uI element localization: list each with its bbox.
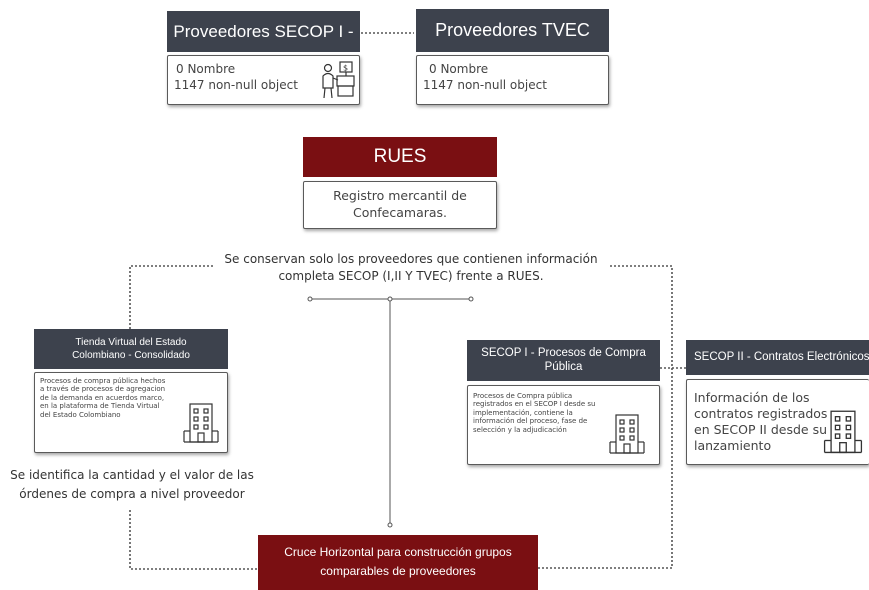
secop-providers-line2: 1147 non-null object	[174, 78, 298, 92]
building-icon	[609, 414, 645, 454]
tvec-consolidated-title: Tienda Virtual del Estado Colombiano - C…	[72, 337, 190, 361]
node-dot	[468, 296, 474, 302]
secop1-body: Procesos de Compra pública registrados e…	[473, 392, 596, 434]
secop-providers-card: 0 Nombre 1147 non-null object $	[167, 55, 360, 105]
tvec-providers-header: Proveedores TVEC	[416, 9, 609, 52]
secop2-header: SECOP II - Contratos Electrónicos	[686, 340, 869, 375]
rues-header: RUES	[303, 137, 497, 177]
building-icon	[823, 410, 863, 454]
tvec-consolidated-card: Procesos de compra pública hechos a trav…	[34, 372, 228, 453]
building-icon	[183, 403, 219, 443]
node-dot	[387, 522, 393, 528]
tvec-providers-card: 0 Nombre 1147 non-null object	[416, 55, 609, 105]
secop1-title: SECOP I - Procesos de Compra Pública	[481, 347, 646, 373]
dotted-connector-right	[538, 265, 673, 569]
secop2-body: Información de los contratos registrados…	[694, 390, 828, 453]
secop-providers-line1: 0 Nombre	[176, 62, 236, 76]
secop-providers-header: Proveedores SECOP I - II	[167, 11, 360, 82]
secop2-title: SECOP II - Contratos Electrónicos	[694, 351, 869, 363]
svg-text:$: $	[343, 64, 348, 73]
cashier-icon: $	[322, 61, 355, 99]
rues-card: Registro mercantil de Confecamaras.	[303, 181, 497, 229]
rues-title: RUES	[373, 146, 427, 167]
node-dot	[387, 296, 393, 302]
secop2-card: Información de los contratos registrados…	[686, 379, 869, 465]
orders-note-text: Se identifica la cantidad y el valor de …	[10, 468, 254, 501]
cross-title: Cruce Horizontal para construcción grupo…	[284, 545, 512, 578]
tvec-providers-line1: 0 Nombre	[429, 62, 489, 76]
rues-body: Registro mercantil de Confecamaras.	[333, 188, 467, 220]
tvec-providers-title: Proveedores TVEC	[435, 20, 590, 40]
filter-note-text: Se conservan solo los proveedores que co…	[224, 252, 598, 283]
orders-note: Se identifica la cantidad y el valor de …	[6, 466, 258, 504]
secop1-header: SECOP I - Procesos de Compra Pública	[467, 340, 660, 381]
secop1-card: Procesos de Compra pública registrados e…	[467, 385, 660, 465]
dotted-connector-left-bottom	[129, 510, 258, 570]
filter-note: Se conservan solo los proveedores que co…	[212, 251, 610, 285]
cross-box: Cruce Horizontal para construcción grupo…	[258, 535, 538, 590]
dotted-connector-left	[129, 265, 213, 330]
tvec-consolidated-header: Tienda Virtual del Estado Colombiano - C…	[34, 329, 228, 369]
tvec-providers-line2: 1147 non-null object	[423, 78, 547, 92]
node-dot	[307, 296, 313, 302]
tvec-consolidated-body: Procesos de compra pública hechos a trav…	[40, 377, 166, 419]
